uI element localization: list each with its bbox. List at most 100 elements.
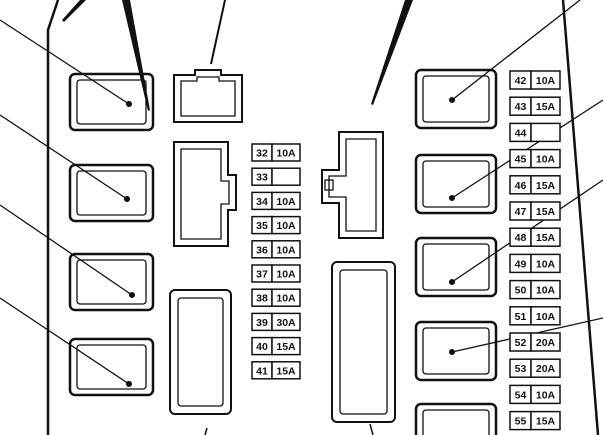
fuse-rating: 10A (536, 154, 556, 166)
fuse-number: 44 (515, 127, 527, 139)
fuse-number: 36 (256, 244, 268, 256)
fuse-number: 34 (256, 196, 268, 208)
fuse-rating-cell (271, 361, 301, 380)
fuse-rating: 15A (536, 206, 556, 218)
fuse-number: 51 (515, 311, 527, 323)
fuse-number: 55 (515, 416, 527, 428)
fuse-rating-cell (530, 148, 561, 169)
fuse-number: 40 (256, 341, 268, 353)
fuse-47: 47 15A (509, 201, 561, 221)
fuse-rating: 10A (276, 244, 296, 256)
fuse-rating: 15A (536, 180, 556, 192)
fuse-rating-cell (530, 70, 561, 90)
bottom-pointer-stubs (204, 423, 374, 435)
fuse-rating-cell (530, 410, 561, 431)
fuse-number: 37 (256, 269, 268, 281)
fuse-rating: 15A (276, 365, 296, 377)
fuse-rating-cell (530, 332, 561, 352)
relay-left-4 (68, 337, 155, 397)
fuse-number: 33 (256, 172, 268, 184)
relay-right-1 (414, 68, 498, 130)
fuse-rating-cell (530, 253, 561, 274)
relay-right-5 (414, 402, 498, 435)
fuse-number: 42 (515, 75, 527, 87)
fuse-rating-cell (530, 358, 561, 378)
fuse-number: 45 (515, 154, 527, 166)
fuse-number: 52 (515, 337, 527, 349)
fuse-rating-cell (530, 122, 561, 143)
fuse-37: 37 10A (251, 264, 301, 283)
fuse-rating: 10A (536, 389, 556, 401)
fuse-rating: 10A (276, 220, 296, 232)
fuse-rating-cell (530, 384, 561, 405)
fuse-number: 38 (256, 293, 268, 305)
fuse-rating-cell (530, 201, 561, 221)
fuse-number: 49 (515, 258, 527, 270)
fuse-rating-cell (271, 215, 301, 235)
fuse-rating: 10A (536, 258, 556, 270)
fuse-rating: 20A (536, 337, 556, 349)
fuse-36: 36 10A (251, 240, 301, 259)
fuse-rating-cell (271, 336, 301, 356)
fuse-38: 38 10A (251, 288, 301, 307)
fuse-32: 32 10A (251, 143, 301, 162)
fuse-number: 41 (256, 365, 268, 377)
fuse-rating-cell (530, 96, 561, 116)
fuse-rating: 10A (536, 75, 556, 87)
fuse-51: 51 10A (509, 306, 561, 326)
relay-left-1 (68, 72, 155, 132)
fuse-number: 54 (515, 389, 527, 401)
connector-center (321, 131, 384, 239)
fuse-rating-cell (271, 312, 301, 332)
fuse-rating-cell (271, 288, 301, 307)
fuse-number: 50 (515, 285, 527, 297)
fuse-45: 45 10A (509, 148, 561, 169)
relay-right-3 (414, 236, 498, 298)
top-connector (173, 69, 243, 123)
relay-connector-pointer (210, 0, 226, 65)
fuse-rating-cell (530, 306, 561, 326)
fuse-rating-cell (271, 167, 301, 186)
fuse-rating: 10A (536, 311, 556, 323)
relay-right-2 (414, 153, 498, 215)
right-relays (414, 68, 498, 435)
fuse-rating: 10A (276, 196, 296, 208)
fuse-number: 47 (515, 206, 527, 218)
fuse-rating: 10A (276, 293, 296, 305)
fuse-rating-cell (530, 175, 561, 195)
fuse-rating: 10A (276, 148, 296, 160)
connector-left-middle (173, 141, 237, 247)
fuse-rating: 20A (536, 363, 556, 375)
fuse-49: 49 10A (509, 253, 561, 274)
fuse-number: 48 (515, 232, 527, 244)
fuse-52: 52 20A (509, 332, 561, 352)
fuse-46: 46 15A (509, 175, 561, 195)
fuse-34: 34 10A (251, 191, 301, 211)
fuse-rating-cell (271, 264, 301, 283)
left-leader-lines (0, 19, 136, 388)
fuse-number: 32 (256, 148, 268, 160)
fuse-33: 33 (251, 167, 301, 186)
large-fuse-left (169, 289, 232, 415)
relay-right-4 (414, 320, 498, 382)
relay-left-2 (68, 163, 155, 223)
fuse-rating: 10A (276, 269, 296, 281)
fuse-42: 42 10A (509, 70, 561, 90)
large-fuse-center (331, 261, 396, 423)
fuse-rating-cell (271, 143, 301, 162)
fuse-number: 46 (515, 180, 527, 192)
fuse-rating-cell (530, 279, 561, 300)
left-relays (68, 72, 155, 397)
fuse-number: 43 (515, 101, 527, 113)
